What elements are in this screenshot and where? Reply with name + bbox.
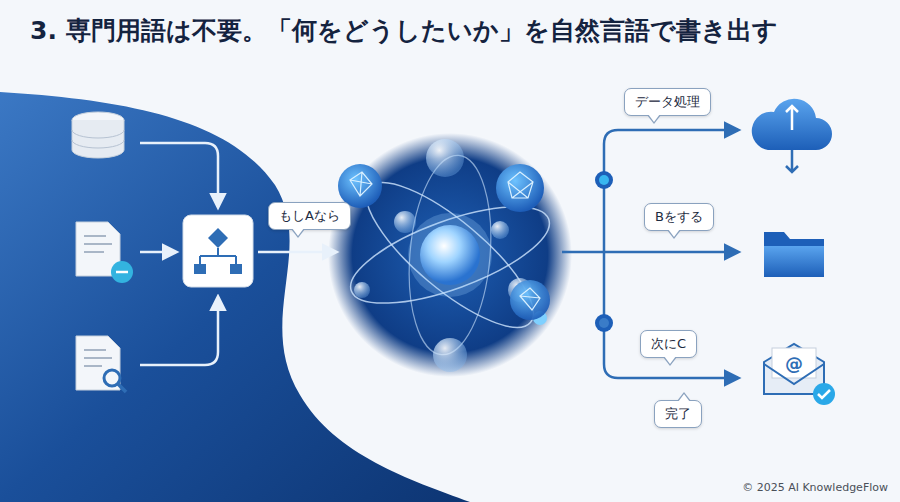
speech-bubble: Bをする: [644, 203, 714, 231]
bubble-text: データ処理: [635, 94, 700, 109]
speech-bubble: 完了: [654, 400, 702, 428]
bubble-text: 完了: [665, 406, 691, 421]
bubble-text: 次にC: [651, 336, 686, 351]
speech-bubble: データ処理: [624, 88, 711, 116]
bubble-text: もしAなら: [279, 208, 340, 223]
bubble-text: Bをする: [655, 209, 703, 224]
speech-bubble: 次にC: [640, 330, 697, 358]
svg-text:@: @: [785, 353, 803, 374]
speech-bubble: もしAなら: [268, 202, 351, 230]
copyright: © 2025 AI KnowledgeFlow: [742, 481, 888, 494]
title: 3. 専門用語は不要。「何をどうしたいか」を自然言語で書き出す: [30, 14, 778, 47]
